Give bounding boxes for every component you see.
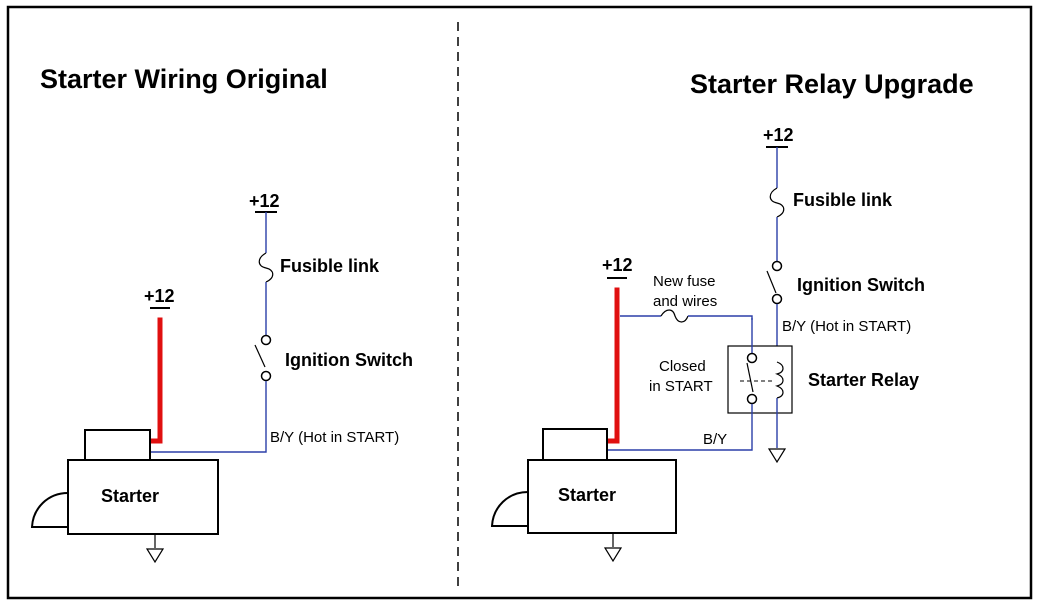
right-new-wire-right (688, 315, 753, 320)
right-by-wire-lower (607, 404, 753, 451)
left-power-cable (147, 317, 163, 444)
left-switch-contact-top (260, 334, 272, 346)
right-battery-starter-label: +12 (602, 255, 633, 275)
left-starter-label: Starter (101, 486, 159, 506)
left-ground-icon (145, 548, 165, 564)
left-fusible-link-label: Fusible link (280, 256, 380, 276)
right-switch-contact-bottom (771, 293, 783, 305)
new-fuse-label-line2: and wires (653, 293, 717, 310)
left-panel: Starter Wiring Original +12 Fusible link… (30, 64, 413, 564)
right-fusible-link-label: Fusible link (793, 190, 893, 210)
left-switch-contact-bottom (260, 370, 272, 382)
right-battery-top-label: +12 (763, 125, 794, 145)
diagram-border (6, 5, 1033, 600)
right-title: Starter Relay Upgrade (690, 69, 974, 99)
starter-relay-label: Starter Relay (808, 370, 919, 390)
right-by-wire-label-upper: B/Y (Hot in START) (782, 318, 911, 335)
closed-label-line2: in START (649, 378, 713, 395)
right-switch-contact-top (771, 260, 783, 272)
left-title: Starter Wiring Original (40, 64, 328, 94)
right-ground-icon (603, 547, 623, 563)
left-starter-nose (30, 492, 69, 528)
right-power-cable (604, 287, 620, 444)
right-panel: Starter Relay Upgrade +12 Fusible link I… (490, 69, 974, 563)
left-by-wire (150, 381, 267, 453)
left-starter-solenoid (84, 429, 151, 461)
left-starter-body (67, 459, 219, 535)
new-fuse-label-line1: New fuse (653, 273, 716, 290)
left-fusible-link-symbol (258, 252, 274, 283)
right-ignition-switch-label: Ignition Switch (797, 275, 925, 295)
right-starter-nose (490, 491, 529, 527)
starter-relay-coil (774, 361, 784, 399)
starter-relay-box (727, 345, 793, 414)
starter-relay-contact-top (746, 352, 758, 364)
right-fusible-link-symbol (769, 187, 785, 218)
starter-relay-contact-bottom (746, 393, 758, 405)
left-battery-top-label: +12 (249, 191, 280, 211)
left-by-wire-label: B/Y (Hot in START) (270, 429, 399, 446)
right-relay-ground-icon (767, 448, 787, 464)
left-battery-starter-label: +12 (144, 286, 175, 306)
right-starter-body (527, 459, 677, 534)
right-by-wire-label-lower: B/Y (703, 431, 727, 448)
left-switch-blade (254, 344, 266, 368)
new-fuse-symbol (660, 309, 689, 323)
closed-label-line1: Closed (659, 358, 706, 375)
right-starter-label: Starter (558, 485, 616, 505)
left-ignition-switch-label: Ignition Switch (285, 350, 413, 370)
starter-relay-contact-arm (746, 362, 754, 393)
right-switch-blade (766, 270, 777, 294)
right-starter-solenoid (542, 428, 608, 461)
